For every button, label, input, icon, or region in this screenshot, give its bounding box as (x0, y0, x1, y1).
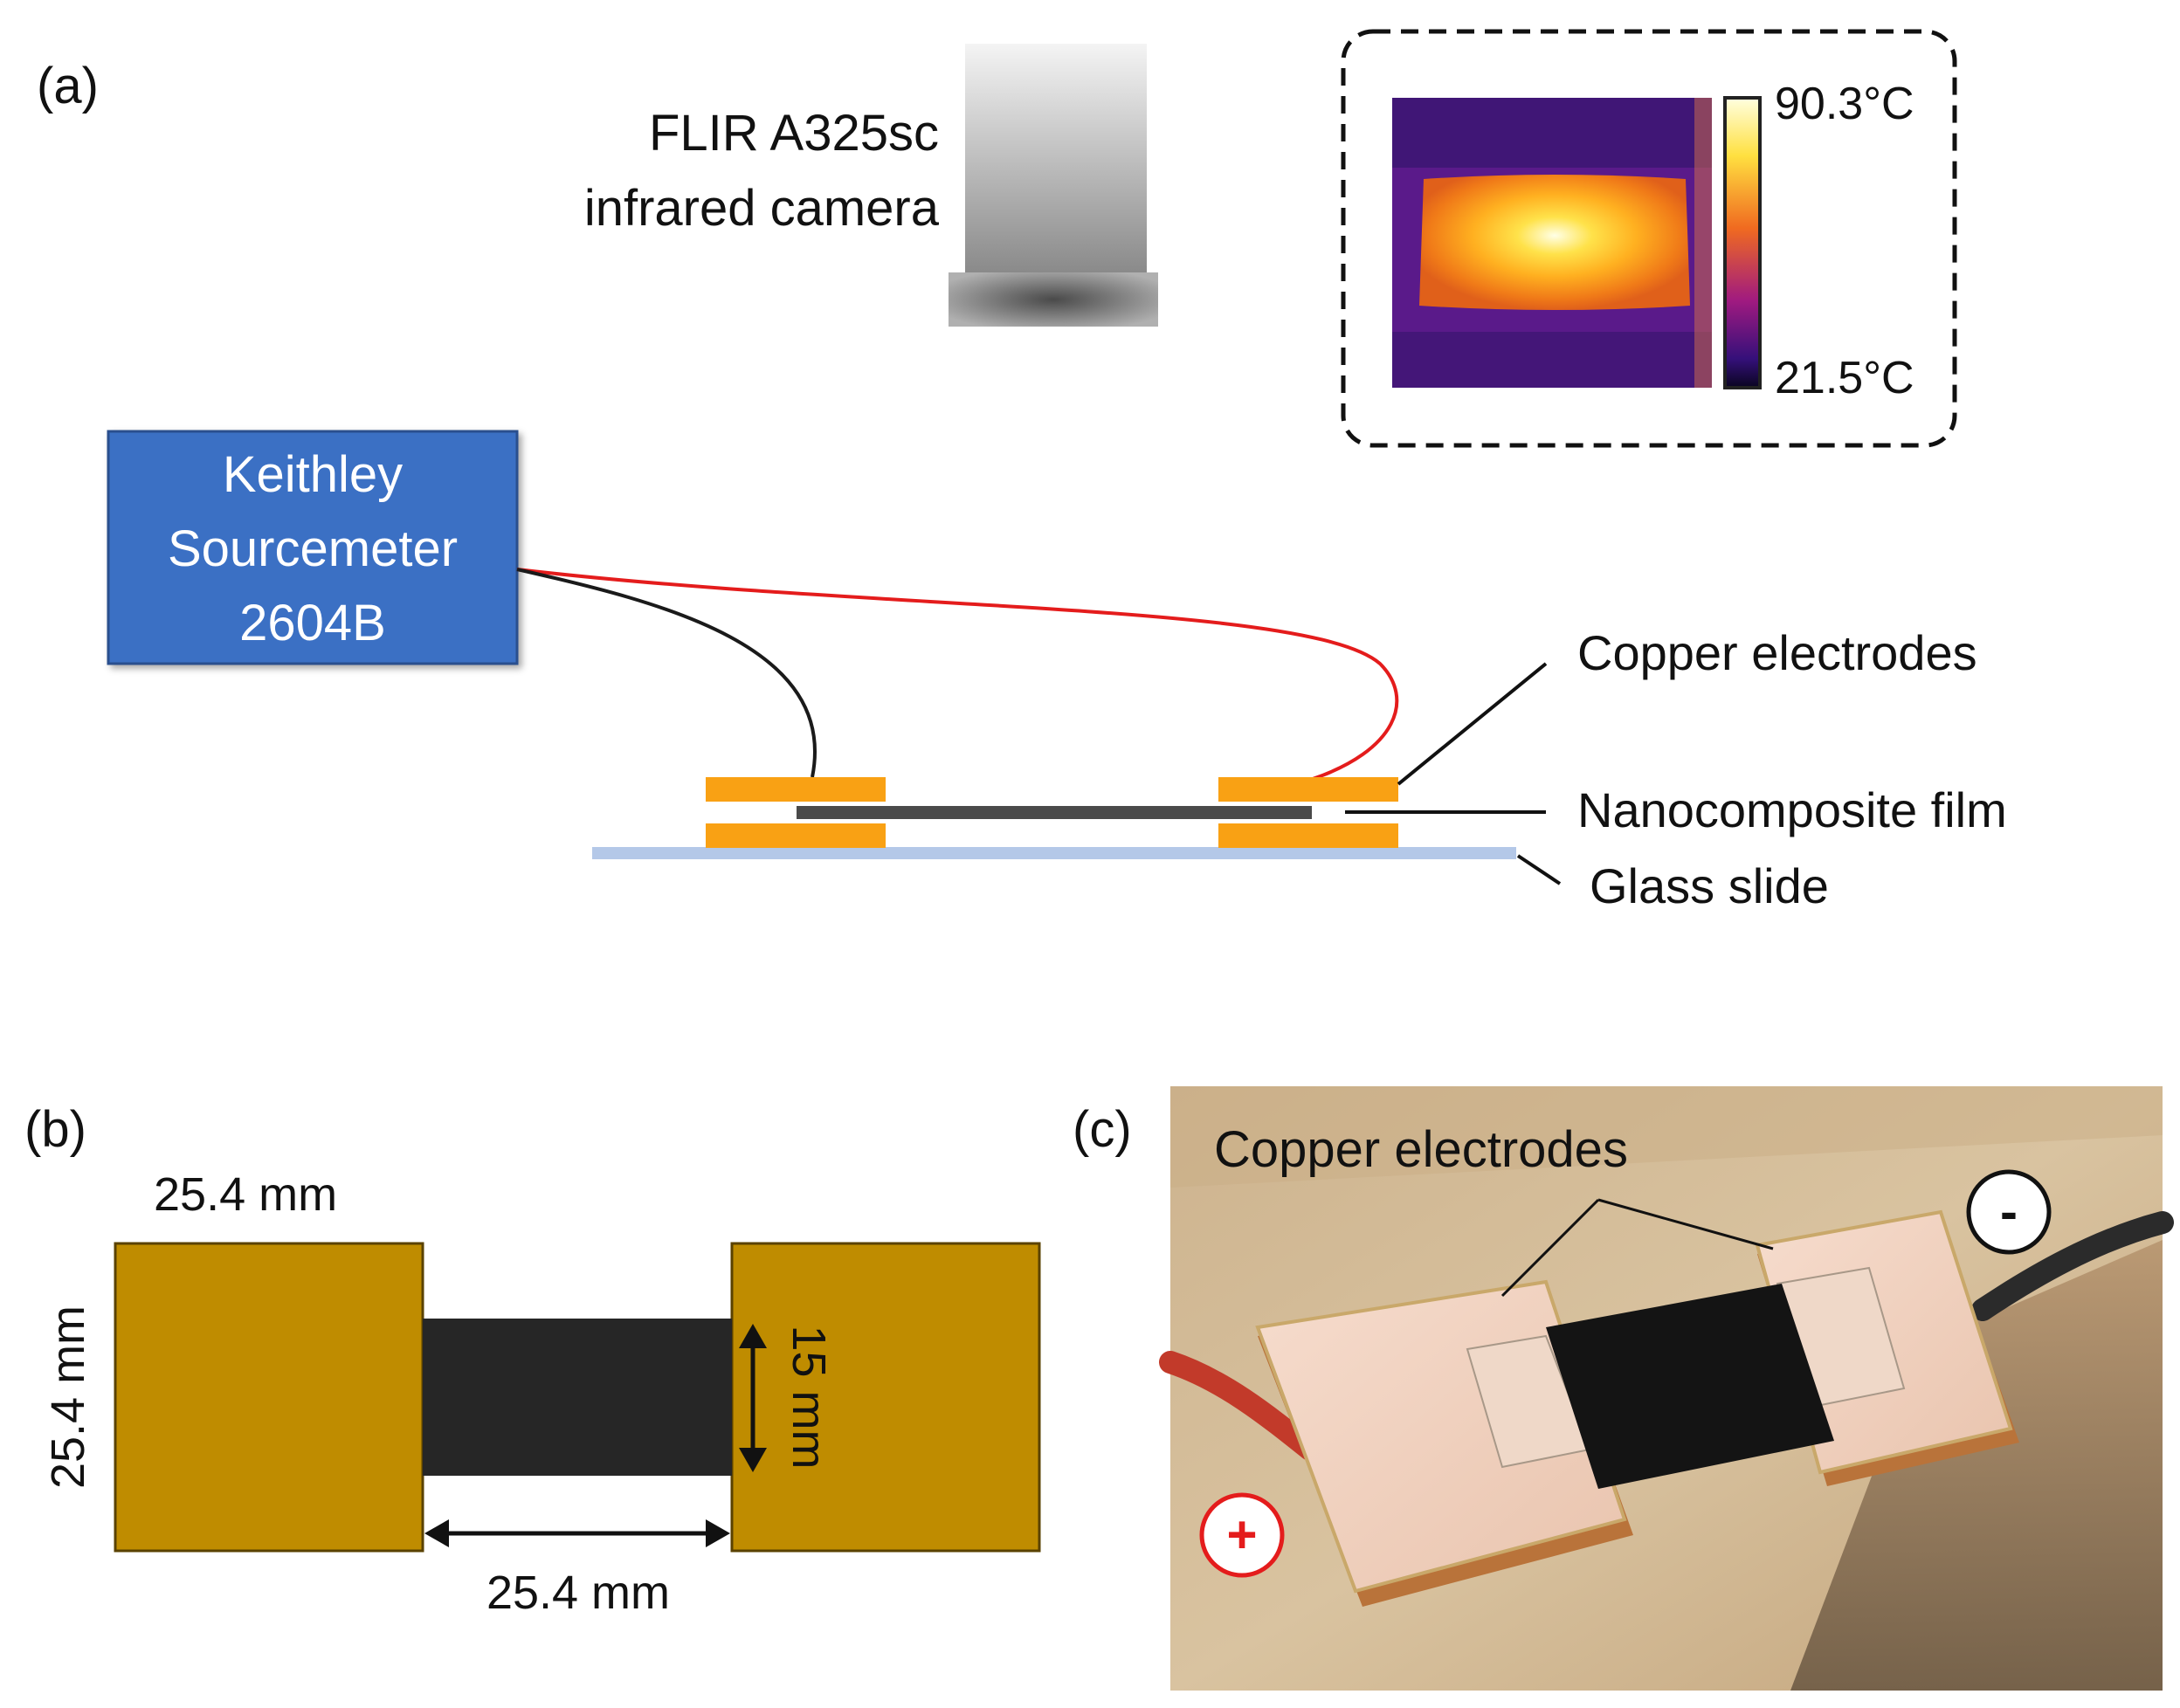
panel-b-label: (b) (24, 1101, 86, 1158)
plus-marker (1199, 1492, 1285, 1578)
colorbar-min: 21.5°C (1775, 353, 1914, 403)
minus-symbol: - (2000, 1182, 2018, 1241)
dim-gap: 25.4 mm (486, 1567, 670, 1619)
dim-top: 25.4 mm (154, 1168, 337, 1221)
callout-glass: Glass slide (1590, 858, 1829, 913)
sample-top-view (114, 1242, 1041, 1553)
callout-electrodes: Copper electrodes (1577, 625, 1977, 680)
sourcemeter-line2: Sourcemeter (168, 520, 458, 577)
nanocomposite-film (797, 806, 1312, 819)
sourcemeter-box (107, 430, 519, 665)
electrodes-leader (1397, 662, 1548, 786)
thermal-image-inset: 90.3°C 21.5°C (1341, 29, 1957, 448)
sourcemeter-line3: 2604B (239, 595, 386, 651)
glass-slide (592, 847, 1516, 859)
negative-wire (516, 568, 817, 778)
glass-leader (1516, 854, 1562, 885)
wood-edge (1790, 1240, 2163, 1691)
positive-wire (516, 568, 1399, 782)
left-top-electrode (706, 777, 886, 802)
colorbar-max: 90.3°C (1775, 79, 1914, 129)
callout-film: Nanocomposite film (1577, 782, 2007, 837)
red-cable (1159, 1351, 1321, 1461)
panel-c-label: (c) (1073, 1101, 1132, 1158)
inset-dashed-frame (1341, 29, 1957, 448)
right-top-electrode (1218, 777, 1398, 802)
left-bottom-electrode (706, 823, 886, 848)
camera-label-line1: FLIR A325sc (649, 105, 939, 162)
dim-gap-arrow (424, 1519, 730, 1547)
right-electrode-pad (730, 1242, 1041, 1553)
minus-marker (1966, 1169, 2052, 1255)
sourcemeter-line1: Keithley (223, 446, 403, 503)
sourcemeter (107, 430, 519, 665)
photo (1159, 1086, 2174, 1691)
black-cable (1971, 1211, 2174, 1321)
temperature-colorbar (1723, 96, 1762, 389)
right-bottom-electrode (1218, 823, 1398, 848)
black-film (1546, 1284, 1834, 1489)
panel-a-label: (a) (37, 58, 99, 114)
dim-width: 15 mm (783, 1325, 835, 1469)
dim-left: 25.4 mm (42, 1305, 94, 1489)
dim-width-arrow (739, 1324, 767, 1472)
photo-leader-left (1500, 1198, 1600, 1298)
infrared-camera (949, 44, 1158, 327)
photo-callout: Copper electrodes (1214, 1121, 1628, 1178)
device-cross-section (592, 777, 1516, 859)
plus-symbol: + (1226, 1505, 1257, 1564)
photo-leader-right (1597, 1198, 1774, 1250)
film-strip (423, 1319, 732, 1476)
left-electrode-pad (114, 1242, 424, 1553)
camera-label-line2: infrared camera (584, 180, 940, 237)
